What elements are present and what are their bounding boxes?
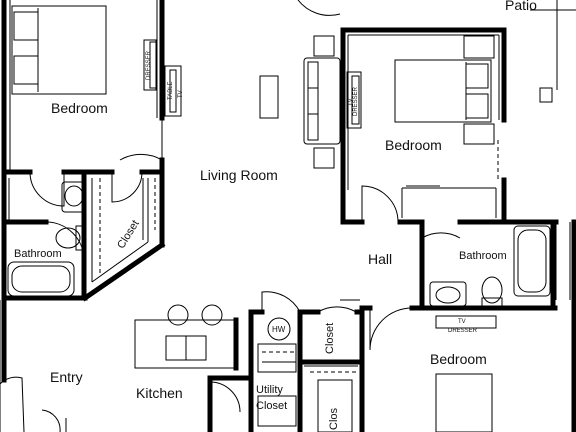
tv-label-center: TV <box>348 98 354 106</box>
bathroom-left-label: Bathroom <box>14 248 62 260</box>
tv-label-bottom-right: TV <box>458 319 466 325</box>
tv-label-top-left: TV <box>178 90 184 98</box>
kitchen-label: Kitchen <box>136 385 183 401</box>
living-room-label: Living Room <box>200 167 278 183</box>
furniture <box>7 5 553 432</box>
utility-closet-label-line2: Closet <box>256 400 287 412</box>
hall-label: Hall <box>368 251 392 267</box>
bathroom-right-label: Bathroom <box>459 250 507 262</box>
dashed-lines <box>99 140 499 373</box>
table-label: TABLE <box>168 81 174 100</box>
doors <box>0 0 461 432</box>
closet-left-label: Closet <box>115 218 142 251</box>
hw-label: HW <box>272 325 286 334</box>
closet-bottom-label: Clos <box>328 407 340 430</box>
bedroom-bottom-right-label: Bedroom <box>430 351 487 367</box>
patio-label: Patio <box>505 0 537 13</box>
bedroom-top-left-label: Bedroom <box>51 100 108 116</box>
bedroom-top-right-label: Bedroom <box>385 137 442 153</box>
dresser-label-top-left: DRESSER <box>146 50 152 80</box>
utility-closet-label-line1: Utility <box>256 384 283 396</box>
entry-label: Entry <box>50 369 83 385</box>
closet-mid-label: Closet <box>324 323 336 354</box>
dresser-label-bottom-right: DRESSER <box>448 328 478 334</box>
dresser-label-center: DRESSER <box>353 86 359 116</box>
